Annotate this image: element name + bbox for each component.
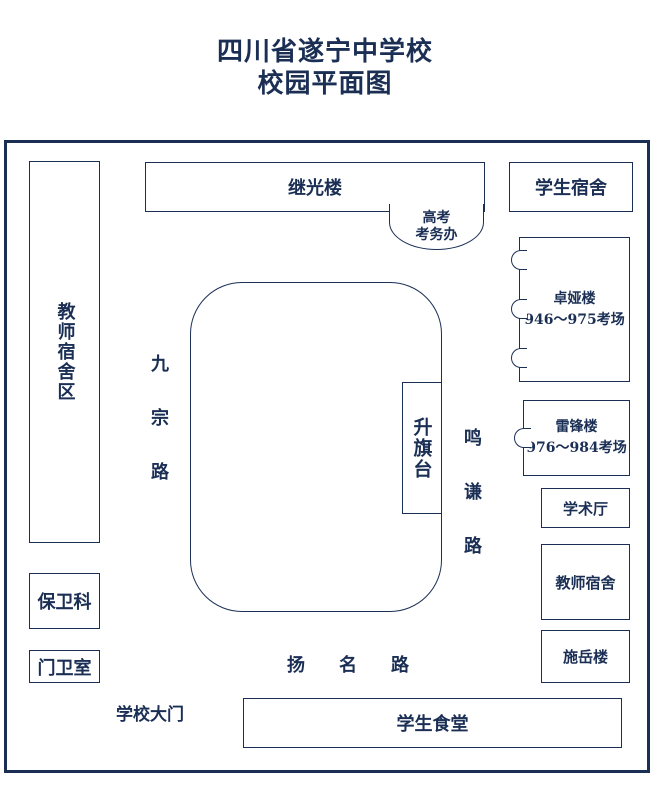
teacher-dorm-area-label: 教师宿舍区 [54,302,76,402]
flag-platform-label: 升旗台 [410,416,433,480]
school-gate-label: 学校大门 [116,705,184,725]
page-subtitle: 校园平面图 [257,69,393,99]
exam-office-label-2: 考务办 [415,226,458,243]
zhuoya-notch-top [511,250,527,270]
student-canteen[interactable]: 学生食堂 [243,698,622,748]
zhuoya-rooms-label: 946～975考场 [524,311,625,328]
student-dorm-label: 学生宿舍 [535,178,607,199]
student-dorm[interactable]: 学生宿舍 [509,162,633,212]
zhuoya-building-label: 卓娅楼 [553,290,596,307]
shiyue-building[interactable]: 施岳楼 [541,630,630,683]
lecture-hall-label: 学术厅 [562,499,608,518]
student-canteen-label: 学生食堂 [396,714,469,735]
map-frame [4,140,650,773]
teacher-dorm[interactable]: 教师宿舍 [541,544,630,620]
leifeng-rooms-label: 976～984考场 [526,440,627,456]
leifeng-notch [514,428,531,448]
exam-office[interactable]: 高考 考务办 [389,204,484,250]
jiguang-building-label: 继光楼 [288,178,342,199]
page-title: 四川省遂宁中学校 [216,37,433,67]
zhuoya-building[interactable]: 卓娅楼 946～975考场 [519,237,630,382]
guard-room[interactable]: 门卫室 [29,650,100,683]
teacher-dorm-area[interactable]: 教师宿舍区 [29,161,100,543]
teacher-dorm-label: 教师宿舍 [555,573,616,592]
security-office[interactable]: 保卫科 [29,573,100,629]
guard-room-label: 门卫室 [37,657,92,679]
flag-platform[interactable]: 升旗台 [402,382,442,514]
road-yangming: 扬名路 [287,655,443,676]
exam-office-label-1: 高考 [422,209,451,226]
road-jiuzong: 九宗路 [148,354,169,516]
leifeng-building-label: 雷锋楼 [555,419,598,435]
zhuoya-notch-mid [511,299,527,319]
leifeng-building[interactable]: 雷锋楼 976～984考场 [523,400,630,476]
lecture-hall[interactable]: 学术厅 [541,488,630,528]
shiyue-building-label: 施岳楼 [562,648,608,666]
zhuoya-notch-bottom [511,348,527,368]
road-mingqian: 鸣谦路 [461,428,482,590]
security-office-label: 保卫科 [37,592,92,613]
